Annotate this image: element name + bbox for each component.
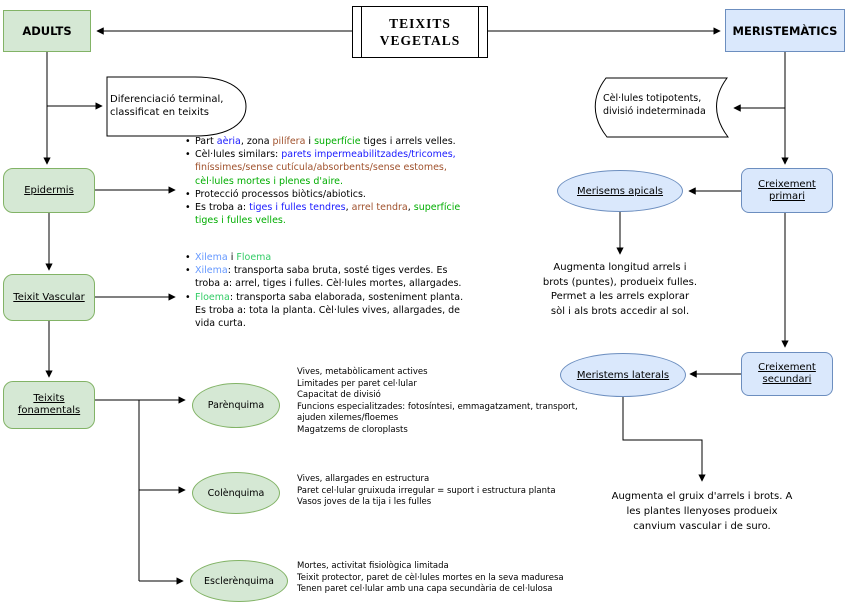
fonamentals-node: Teixits fonamentals <box>3 381 95 429</box>
laterals-label: Meristems laterals <box>576 369 670 381</box>
predefined-process-bars <box>361 7 479 57</box>
secundari-node: Creixement secundari <box>741 352 833 396</box>
epidermis-label: Epidermis <box>24 184 74 196</box>
teixits-vegetals-node: TEIXITS VEGETALS <box>352 6 488 58</box>
epidermis-node: Epidermis <box>3 168 95 213</box>
totipotent-note-text: Cèl·lules totipotents, divisió indetermi… <box>603 93 706 117</box>
parenquima-node: Parènquima <box>192 383 280 428</box>
colenquima-label: Colènquima <box>207 487 265 499</box>
esclerenquima-node: Esclerènquima <box>190 560 288 602</box>
bullet-item: Es troba a: tiges i fulles tendres, arre… <box>183 201 533 227</box>
edge-laterals-to-note <box>622 397 706 482</box>
colenquima-desc: Vives, allargades en estructura Paret ce… <box>297 474 556 508</box>
meristematics-label: MERISTEMÀTICS <box>732 23 838 38</box>
vascular-node: Teixit Vascular <box>3 274 95 321</box>
secundari-label: Creixement secundari <box>758 362 816 385</box>
bullet-item: Xilema: transporta saba bruta, sosté tig… <box>183 264 533 290</box>
adults-label: ADULTS <box>22 24 72 38</box>
vascular-notes-list: Xilema i FloemaXilema: transporta saba b… <box>183 251 533 330</box>
esclerenquima-label: Esclerènquima <box>204 575 274 587</box>
bullet-item: Floema: transporta saba elaborada, soste… <box>183 291 533 331</box>
parenquima-label: Parènquima <box>207 400 265 411</box>
primari-node: Creixement primari <box>741 168 833 213</box>
meristematics-node: MERISTEMÀTICS <box>725 9 845 52</box>
apicals-note-text: Augmenta longitud arrels i brots (puntes… <box>542 262 698 317</box>
laterals-node: Meristems laterals <box>560 353 686 397</box>
adults-node: ADULTS <box>3 10 91 52</box>
fonamentals-label: Teixits fonamentals <box>17 393 81 416</box>
apicals-node: Merisems apicals <box>557 170 683 212</box>
bullet-item: Protecció processos biòtics/abiotics. <box>183 188 533 201</box>
colenquima-node: Colènquima <box>192 472 280 514</box>
diff-note-text: Diferenciació terminal, classificat en t… <box>110 94 224 118</box>
bullet-item: Cèl·lules similars: parets impermeabilit… <box>183 148 533 188</box>
epidermis-notes-list: Part aèria, zona pilífera i superfície t… <box>183 135 533 227</box>
primari-label: Creixement primari <box>758 178 816 202</box>
apicals-label: Merisems apicals <box>576 185 664 197</box>
esclerenquima-desc: Mortes, activitat fisiològica limitada T… <box>297 561 564 595</box>
vascular-label: Teixit Vascular <box>13 291 85 303</box>
bullet-item: Xilema i Floema <box>183 251 533 264</box>
parenquima-desc: Vives, metabòlicament actives Limitades … <box>297 367 578 435</box>
laterals-note-text: Augmenta el gruix d'arrels i brots. A le… <box>611 491 793 532</box>
bullet-item: Part aèria, zona pilífera i superfície t… <box>183 135 533 148</box>
teixits-vegetals-title: TEIXITS VEGETALS <box>379 16 461 48</box>
